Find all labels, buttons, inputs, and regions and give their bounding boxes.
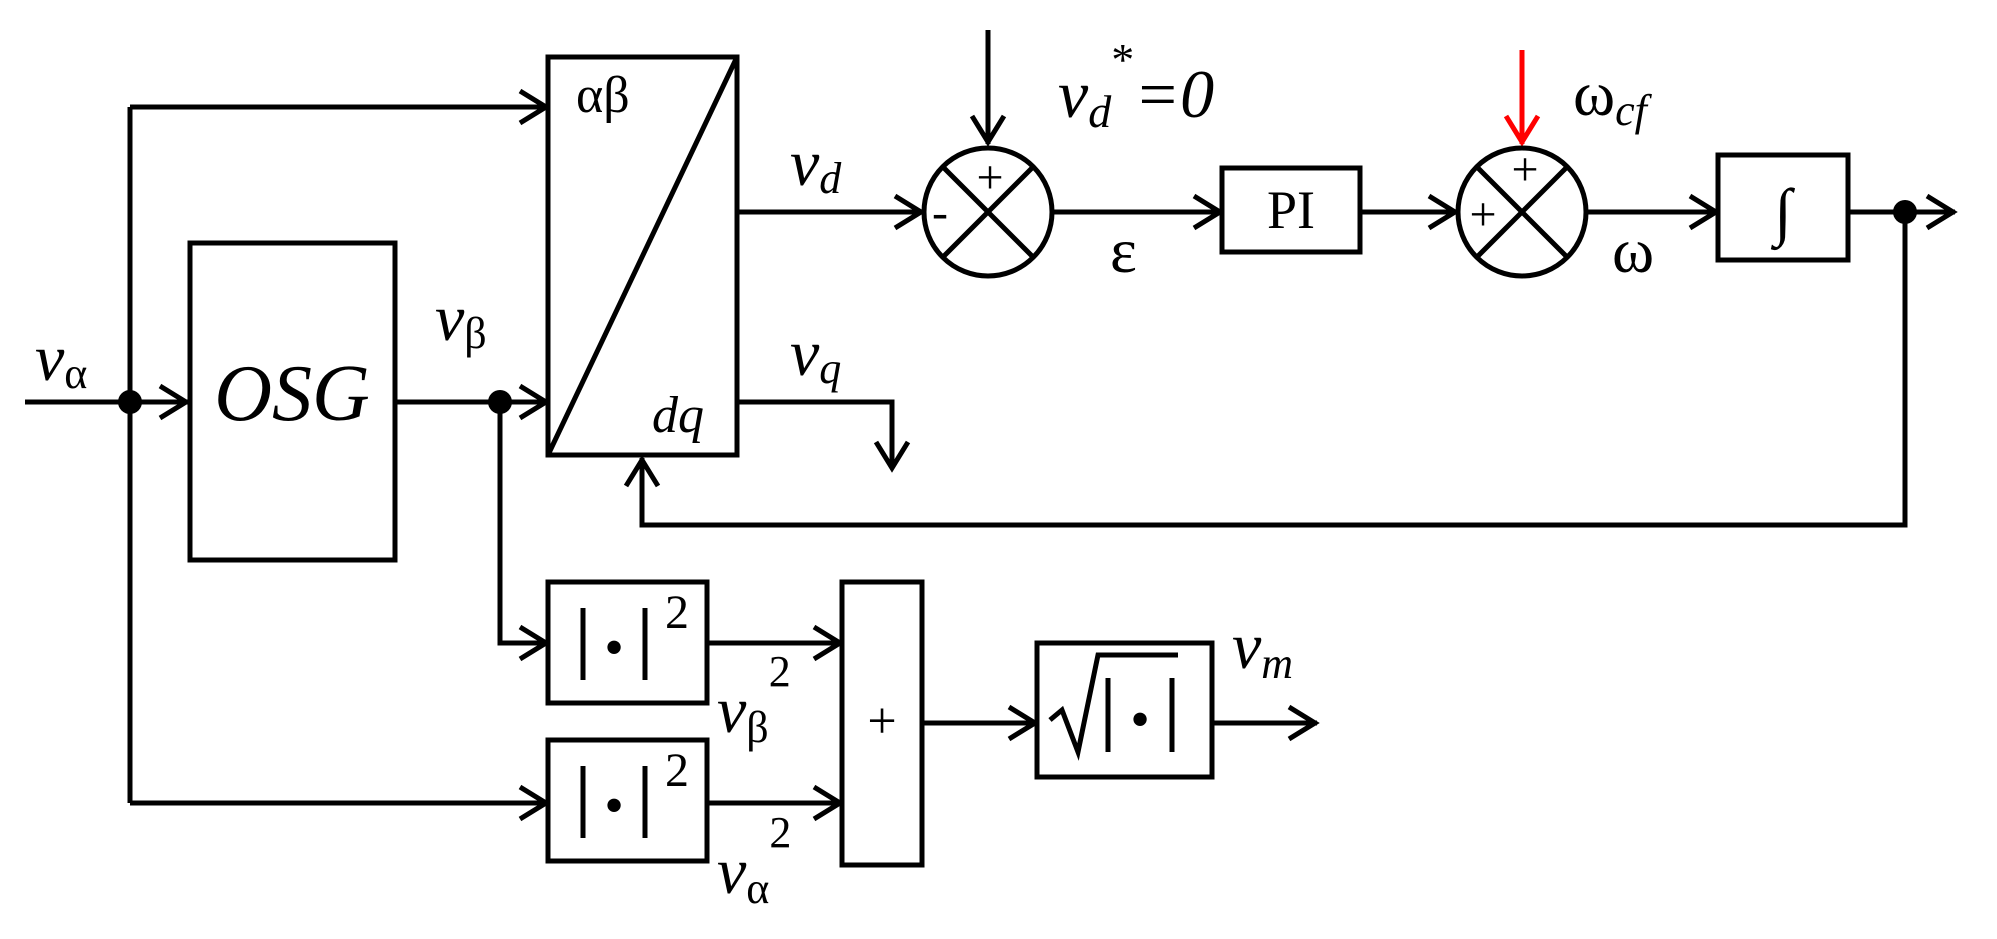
sum-junction-1-minus: - (932, 186, 948, 239)
beta-to-square-wire (497, 402, 548, 646)
sum-junction-2-plus-top: + (1511, 143, 1538, 196)
sqrt-dot: • (1130, 689, 1150, 751)
v-alpha-label: vα (35, 322, 87, 398)
osg-block (187, 240, 398, 563)
integrator-block (1715, 152, 1851, 263)
theta-junction-dot (1893, 200, 1917, 224)
omega-cf-arrowhead (1503, 114, 1541, 147)
alpha-junction-dot (118, 390, 142, 414)
vq-wire (737, 399, 895, 468)
beta-square-exponent: 2 (665, 586, 689, 639)
park-dq-label: dq (652, 387, 704, 444)
sqrt-block (1034, 640, 1215, 780)
omega-cf-label: ωcf (1573, 58, 1653, 135)
adder-block (839, 579, 925, 868)
epsilon-label: ε (1110, 215, 1137, 286)
vd-ref-label: vd*=0 (1058, 34, 1214, 137)
adder-label: + (867, 693, 896, 750)
sum-junction-1-plus: + (976, 151, 1003, 204)
pi-block (1219, 165, 1363, 255)
v-d-label: vd (790, 127, 842, 203)
v-beta-squared-label: vβ2 (717, 647, 791, 752)
vm-arrowhead (1287, 704, 1320, 742)
feedback-arrowhead (623, 455, 661, 488)
alpha-square-dot: • (604, 775, 624, 837)
feedback-wire (639, 212, 1908, 528)
v-beta-label: vβ (435, 282, 487, 358)
beta-square-block (545, 579, 710, 706)
sum-junction-2-plus-left: + (1469, 188, 1496, 241)
osg-label: OSG (214, 350, 370, 438)
park-diagonal (545, 55, 740, 457)
pi-out-arrowhead (1427, 193, 1460, 231)
beta-junction-dot (488, 390, 512, 414)
sum-junction-2-cross-b (1475, 165, 1569, 259)
integrator-label: ∫ (1770, 176, 1795, 251)
sum-junction-1-cross-b (941, 165, 1035, 259)
vq-arrowhead (873, 440, 911, 473)
beta-square-dot: • (604, 617, 624, 679)
v-m-label: vm (1232, 610, 1293, 688)
park-alpha-beta-label: αβ (576, 67, 630, 124)
v-alpha-squared-label: vα2 (717, 808, 791, 913)
alpha-square-exponent: 2 (665, 744, 689, 797)
theta-out-arrowhead (1925, 193, 1958, 231)
alpha-square-block (545, 737, 710, 864)
vd-ref-arrowhead (969, 114, 1007, 147)
sqrt-symbol (1048, 652, 1178, 761)
vd-arrowhead (893, 193, 926, 231)
input-arrowhead (158, 383, 191, 421)
pi-label: PI (1267, 180, 1315, 240)
v-q-label: vq (790, 317, 841, 393)
omega-label: ω (1612, 215, 1654, 286)
